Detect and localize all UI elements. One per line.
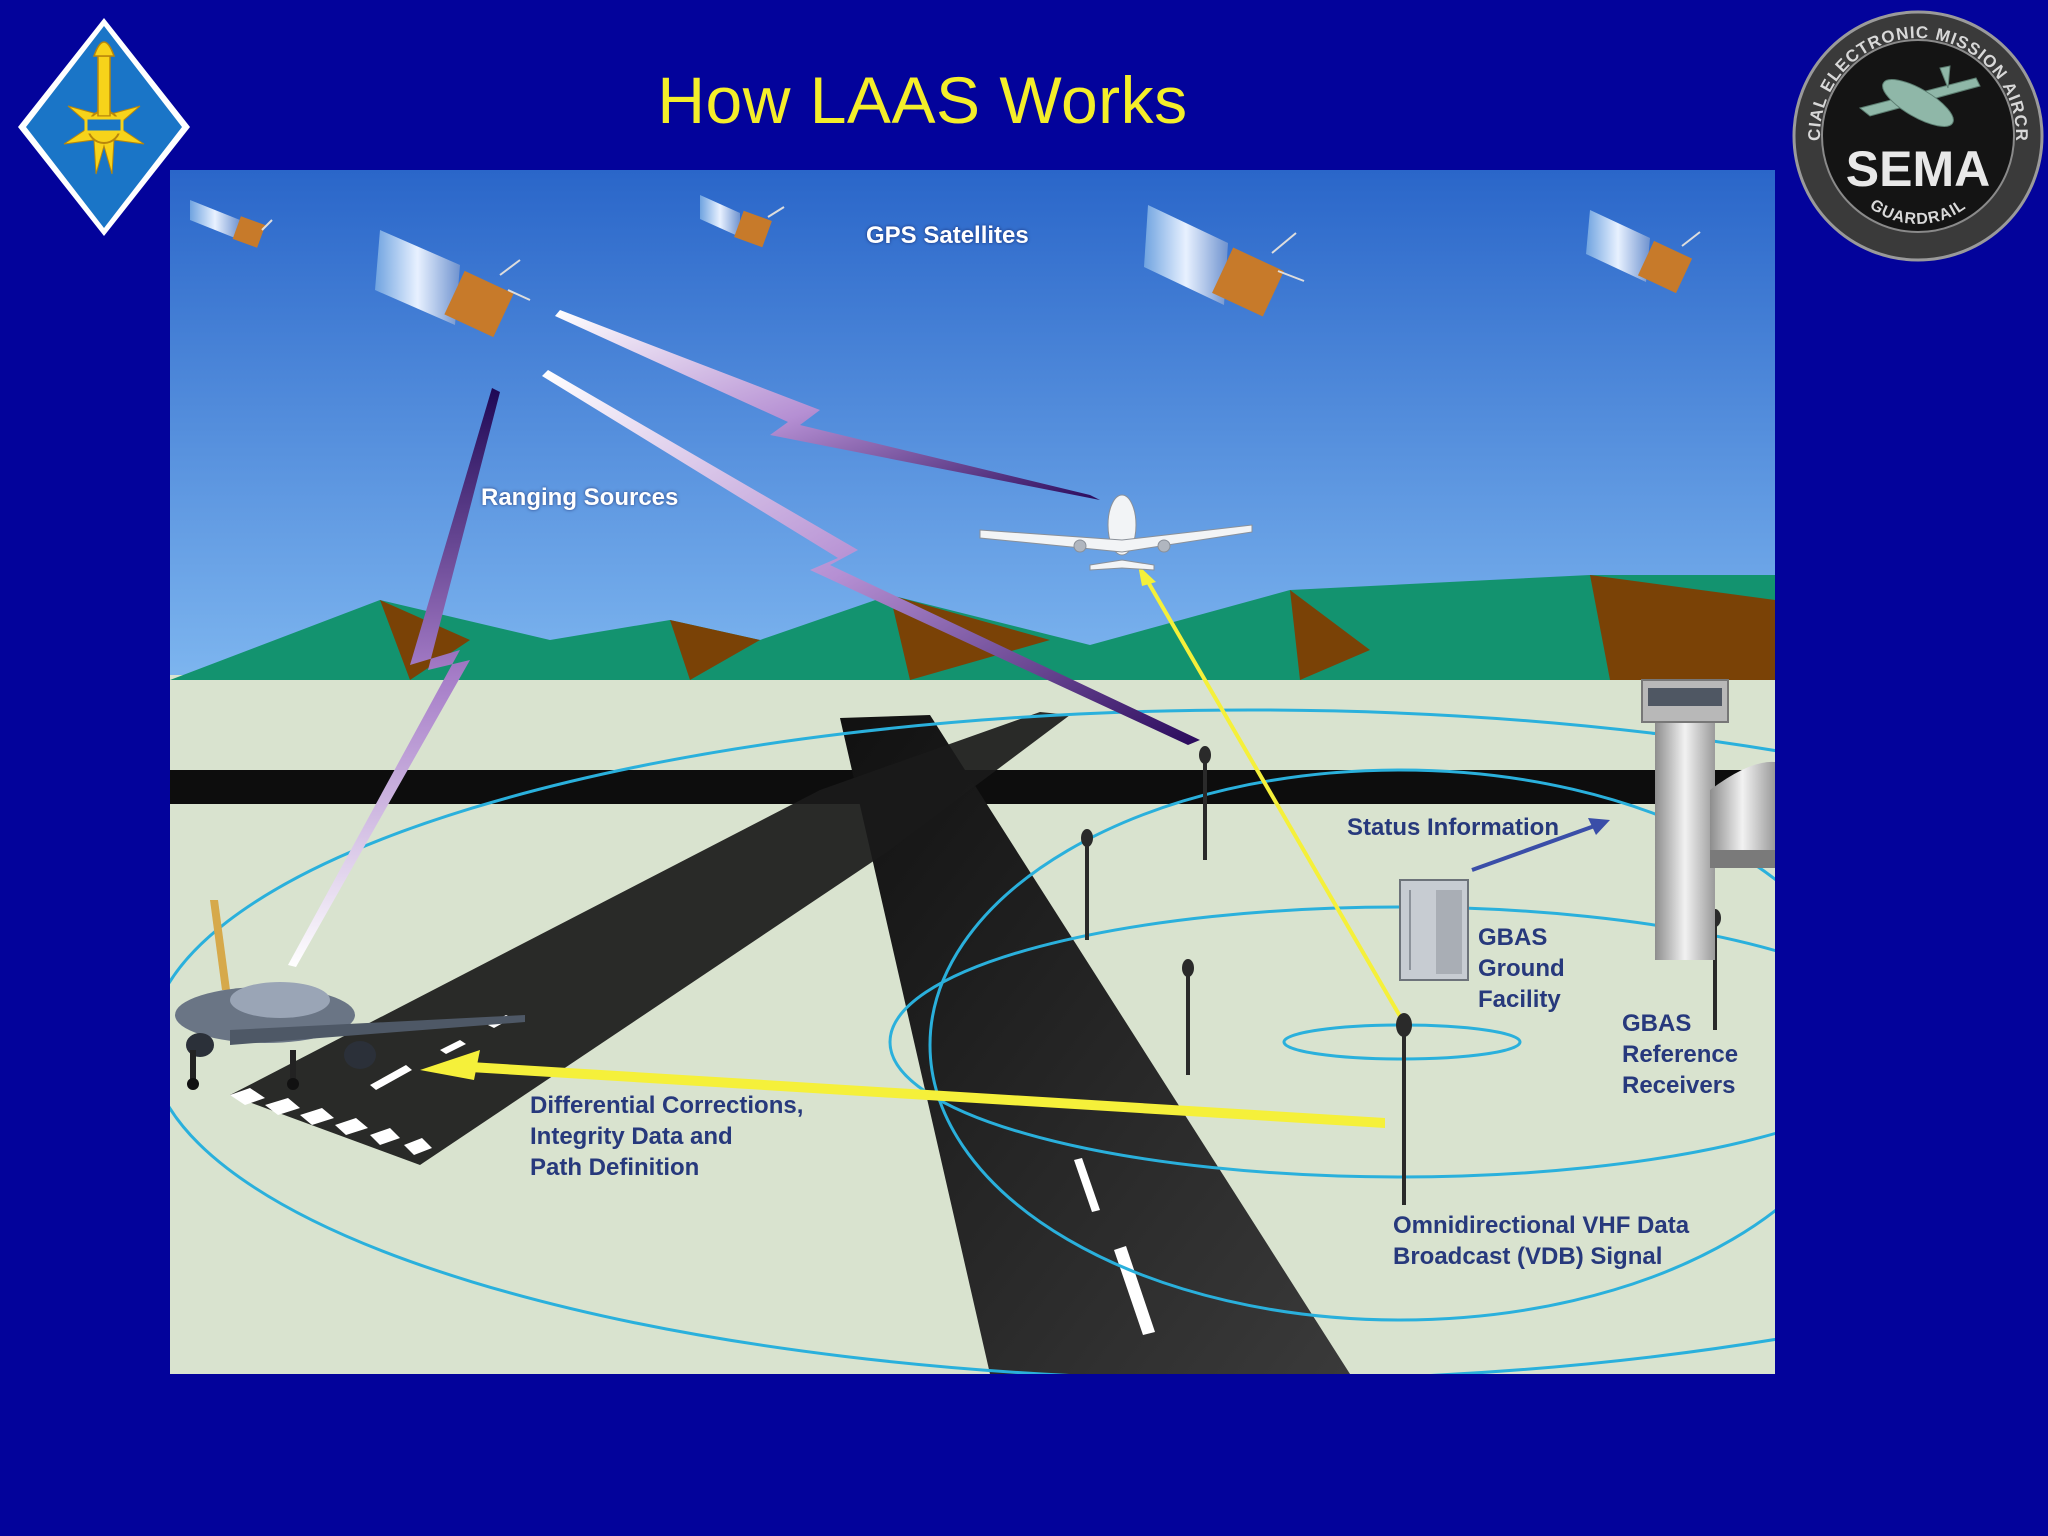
label-gbas-ground-facility: GBAS Ground Facility <box>1478 924 1565 1013</box>
label-status-information: Status Information <box>1347 814 1560 841</box>
laas-diagram: GPS Satellites Ranging Sources Status In… <box>170 170 1775 1374</box>
gbas-cabinet <box>1399 879 1469 981</box>
logo-center-text: SEMA <box>1846 141 1990 197</box>
control-tower <box>1641 679 1775 960</box>
diagram-illustration <box>170 170 1775 1374</box>
label-gps-satellites: GPS Satellites <box>866 222 1029 249</box>
landing-airplane <box>175 900 525 1090</box>
sema-guardrail-logo: SPECIAL ELECTRONIC MISSION AIRCRAFT GUAR… <box>1790 8 2044 262</box>
label-ranging-sources: Ranging Sources <box>481 484 679 511</box>
cross-runway <box>230 712 1070 1165</box>
gps-satellites <box>190 195 1701 338</box>
departing-airplane <box>979 494 1253 571</box>
label-differential-corrections: Differential Corrections, Integrity Data… <box>530 1092 804 1181</box>
label-gbas-reference-receivers: GBAS Reference Receivers <box>1622 1010 1739 1099</box>
torch-emblem-logo <box>18 18 190 236</box>
slide-title: How LAAS Works <box>657 63 1188 137</box>
vdb-signal-arrows <box>420 565 1610 1128</box>
label-omnidirectional-vdb: Omnidirectional VHF Data Broadcast (VDB)… <box>1393 1212 1690 1270</box>
aircraft-icon <box>1858 65 1981 127</box>
main-runway <box>840 715 1350 1374</box>
ranging-beams <box>288 310 1200 967</box>
